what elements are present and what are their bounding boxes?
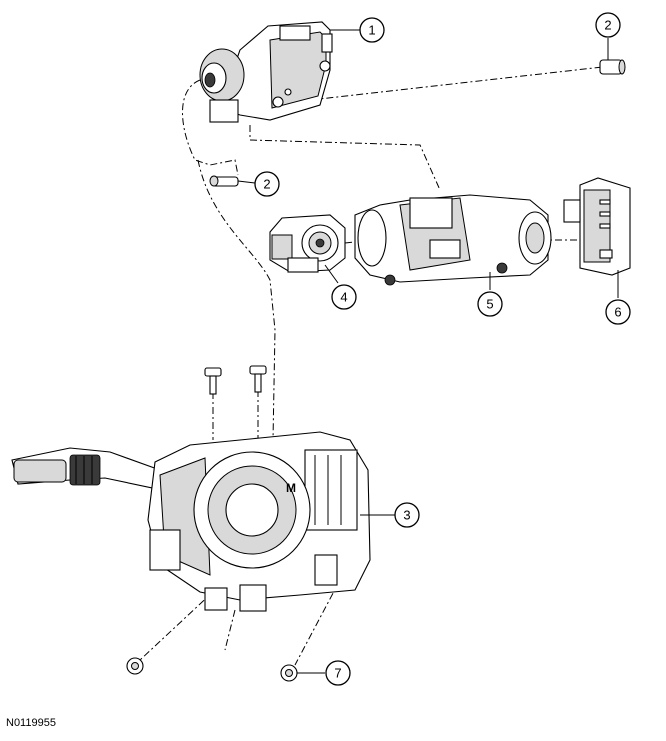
callout-1: 1: [359, 17, 385, 43]
assembly-lines: [139, 64, 621, 666]
callout-4: 4: [331, 284, 357, 310]
leader-lines: [237, 29, 619, 674]
callout-7: 7: [325, 660, 351, 686]
callout-5: 5: [477, 291, 503, 317]
lock-housing-part-5: [354, 194, 552, 286]
pin-part-2-top: [599, 59, 626, 75]
callout-5-label: 5: [486, 297, 493, 312]
lock-cylinder-part-4: [269, 214, 346, 273]
callout-3: 3: [394, 502, 420, 528]
nut-part-7: [126, 657, 298, 682]
multifunction-switch-part-3: M: [11, 431, 395, 612]
screws: [204, 365, 267, 395]
callout-6: 6: [605, 299, 631, 325]
pin-part-2-left: [209, 175, 239, 187]
callout-3-label: 3: [403, 508, 410, 523]
ignition-actuator-part-1: [199, 21, 333, 123]
callout-4-label: 4: [340, 290, 347, 305]
svg-text:M: M: [286, 481, 296, 495]
connector-part-6: [563, 177, 631, 276]
figure-id-label: N0119955: [6, 717, 56, 729]
callout-6-label: 6: [614, 305, 621, 320]
callout-2-left: 2: [254, 171, 280, 197]
callout-1-label: 1: [368, 23, 375, 38]
callout-2-top: 2: [595, 12, 621, 38]
callout-2-top-label: 2: [604, 18, 611, 33]
callout-7-label: 7: [334, 666, 341, 681]
callout-2-left-label: 2: [263, 177, 270, 192]
